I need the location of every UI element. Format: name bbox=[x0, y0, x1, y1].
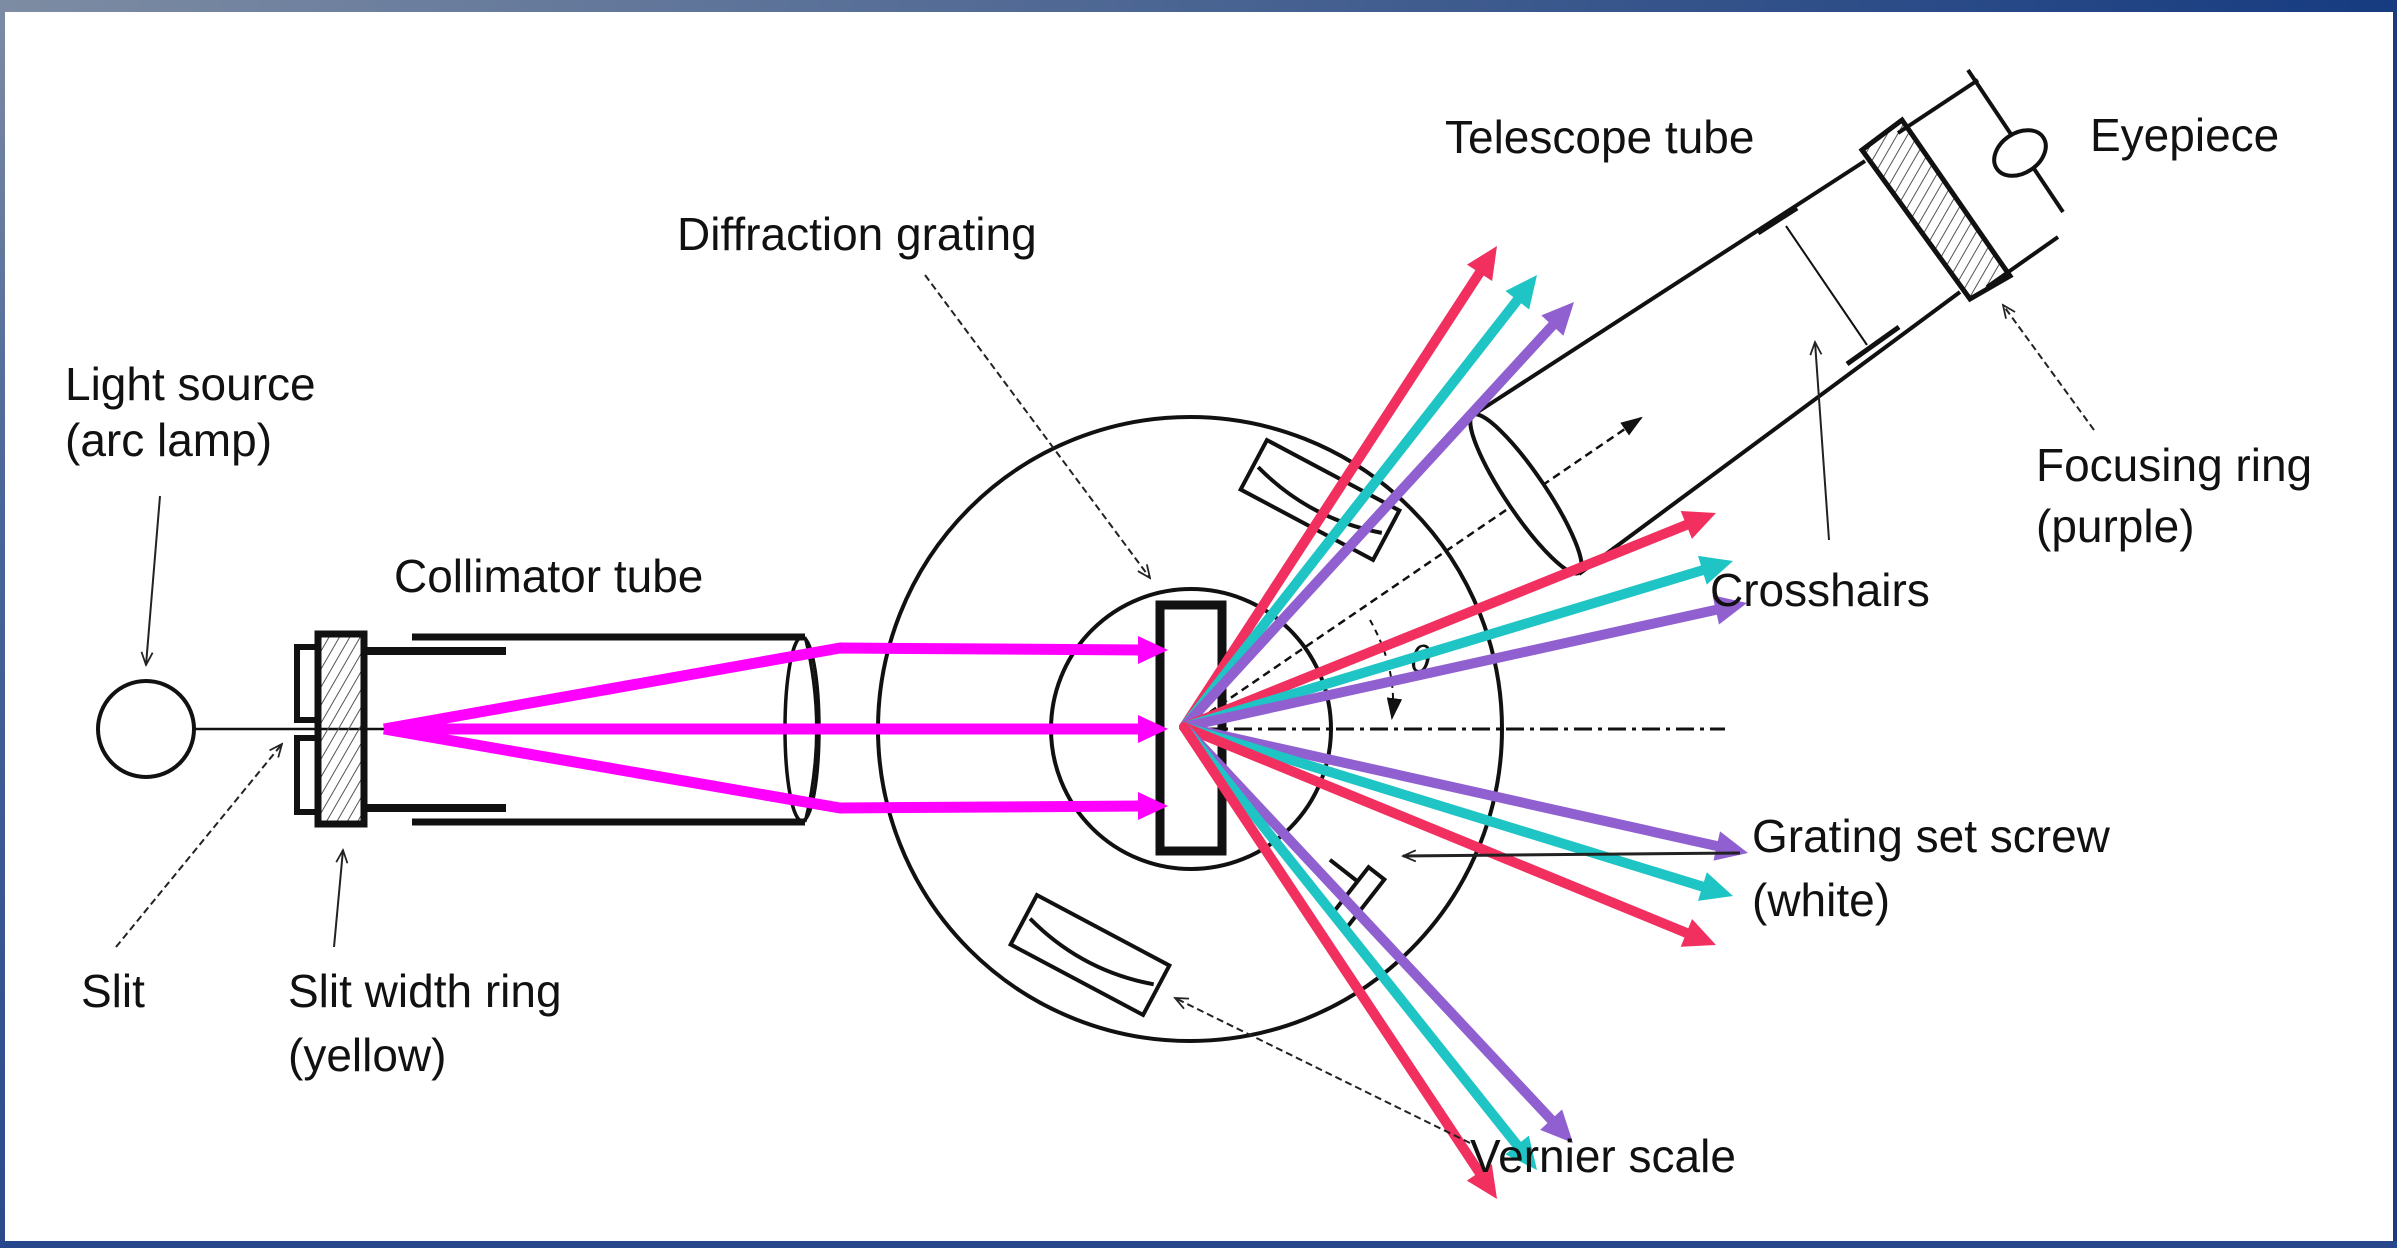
label-grating-set-screw: Grating set screw bbox=[1752, 810, 2111, 862]
drawtube-top bbox=[1756, 205, 1799, 236]
labels: Light source (arc lamp) Collimator tube … bbox=[65, 109, 2312, 1182]
incident-beams bbox=[383, 636, 1168, 820]
diffracted-ray-lower-second-order-purple bbox=[1179, 722, 1557, 1125]
diffracted-ray-arrowhead-lower-second-order-purple bbox=[1540, 1109, 1573, 1143]
collimator bbox=[294, 630, 821, 828]
label-slit-width-ring-color: (yellow) bbox=[288, 1029, 446, 1081]
eyepiece-barrel bbox=[1896, 78, 2060, 289]
diffracted-ray-lower-second-order-red bbox=[1179, 722, 1485, 1178]
label-diffraction-grating: Diffraction grating bbox=[677, 208, 1037, 260]
incident-beam-bottom bbox=[383, 723, 1151, 814]
focusing-ring bbox=[1858, 116, 2014, 303]
label-vernier-scale: Vernier scale bbox=[1470, 1130, 1736, 1182]
diffracted-ray-arrowhead-upper-first-order-teal bbox=[1698, 555, 1733, 585]
window-left-border bbox=[0, 0, 5, 1248]
diffracted-ray-upper-first-order-purple bbox=[1179, 604, 1721, 732]
diffracted-ray-arrowhead-upper-second-order-red bbox=[1466, 246, 1497, 282]
slit-leader bbox=[115, 744, 282, 948]
slit-plate bbox=[294, 644, 315, 815]
diffracted-ray-lower-first-order-teal bbox=[1179, 722, 1708, 892]
telescope-tube-bottom bbox=[1577, 290, 1962, 576]
diffracted-ray-arrowhead-upper-second-order-purple bbox=[1541, 302, 1574, 336]
slit-width-ring-leader bbox=[333, 850, 343, 948]
window-top-bar bbox=[0, 0, 2397, 12]
diffracted-ray-arrowhead-lower-second-order-red bbox=[1466, 1164, 1497, 1199]
eyepiece-lens bbox=[1992, 128, 2048, 178]
light-source-leader bbox=[146, 495, 161, 665]
telescope-axis bbox=[1187, 416, 1643, 729]
diffracted-ray-arrowhead-lower-second-order-teal bbox=[1505, 1135, 1537, 1170]
incident-beam-center-arrowhead bbox=[1138, 715, 1168, 743]
diffracted-ray-arrowhead-lower-first-order-teal bbox=[1698, 872, 1733, 901]
crosshairs-leader bbox=[1815, 342, 1830, 541]
diffraction-grating-leader bbox=[924, 274, 1150, 578]
leader-lines bbox=[115, 274, 2095, 1144]
diffracted-ray-upper-second-order-purple bbox=[1179, 320, 1558, 732]
diffracted-ray-arrowhead-upper-first-order-purple bbox=[1712, 595, 1747, 625]
arc-lamp-icon bbox=[96, 679, 196, 779]
label-eyepiece: Eyepiece bbox=[2090, 109, 2279, 161]
diffracted-ray-lower-first-order-purple bbox=[1179, 722, 1722, 852]
label-focusing-ring: Focusing ring bbox=[2036, 439, 2312, 491]
vernier-window-upper bbox=[1237, 437, 1403, 563]
label-focusing-ring-color: (purple) bbox=[2036, 500, 2195, 552]
window-bottom-bar bbox=[0, 1241, 2397, 1248]
grating-set-screw-leader bbox=[1403, 853, 1741, 856]
vernier-window-lower bbox=[1007, 892, 1173, 1018]
incident-beam-top-arrowhead bbox=[1138, 636, 1168, 664]
label-telescope-tube: Telescope tube bbox=[1445, 111, 1754, 163]
drawtube-bottom bbox=[1845, 324, 1901, 367]
label-slit-width-ring: Slit width ring bbox=[288, 965, 562, 1017]
window-right-border bbox=[2393, 0, 2397, 1248]
diffracted-rays bbox=[1179, 246, 1748, 1199]
diffracted-ray-arrowhead-upper-second-order-teal bbox=[1505, 275, 1537, 310]
diffracted-ray-upper-second-order-red bbox=[1179, 267, 1485, 732]
diffracted-ray-upper-second-order-teal bbox=[1179, 295, 1523, 732]
label-collimator-tube: Collimator tube bbox=[394, 550, 703, 602]
diffracted-ray-upper-first-order-red bbox=[1179, 519, 1692, 732]
label-light-source: Light source bbox=[65, 358, 316, 410]
angle-arc bbox=[1369, 619, 1403, 721]
diffracted-ray-arrowhead-lower-first-order-purple bbox=[1713, 831, 1748, 861]
diffracted-ray-lower-second-order-teal bbox=[1179, 722, 1523, 1150]
diffracted-ray-upper-first-order-teal bbox=[1179, 565, 1708, 732]
crosshair-reticle bbox=[1785, 225, 1868, 346]
incident-beam-top bbox=[383, 642, 1151, 735]
diffracted-ray-arrowhead-upper-first-order-red bbox=[1680, 511, 1716, 539]
incident-beam-bottom-arrowhead bbox=[1138, 792, 1168, 820]
telescope-objective-lens bbox=[1468, 412, 1584, 576]
telescope-tube-top bbox=[1471, 159, 1867, 417]
label-crosshairs: Crosshairs bbox=[1710, 564, 1930, 616]
diffracted-ray-lower-first-order-red bbox=[1179, 722, 1692, 938]
slit-width-ring bbox=[314, 630, 368, 828]
focusing-ring-leader bbox=[2003, 305, 2095, 431]
telescope bbox=[1468, 68, 2065, 576]
vernier-scale-leader bbox=[1175, 998, 1471, 1144]
label-slit: Slit bbox=[81, 965, 145, 1017]
label-grating-set-screw-color: (white) bbox=[1752, 874, 1890, 926]
diffracted-ray-arrowhead-lower-first-order-red bbox=[1680, 918, 1716, 947]
label-arc-lamp: (arc lamp) bbox=[65, 414, 272, 466]
